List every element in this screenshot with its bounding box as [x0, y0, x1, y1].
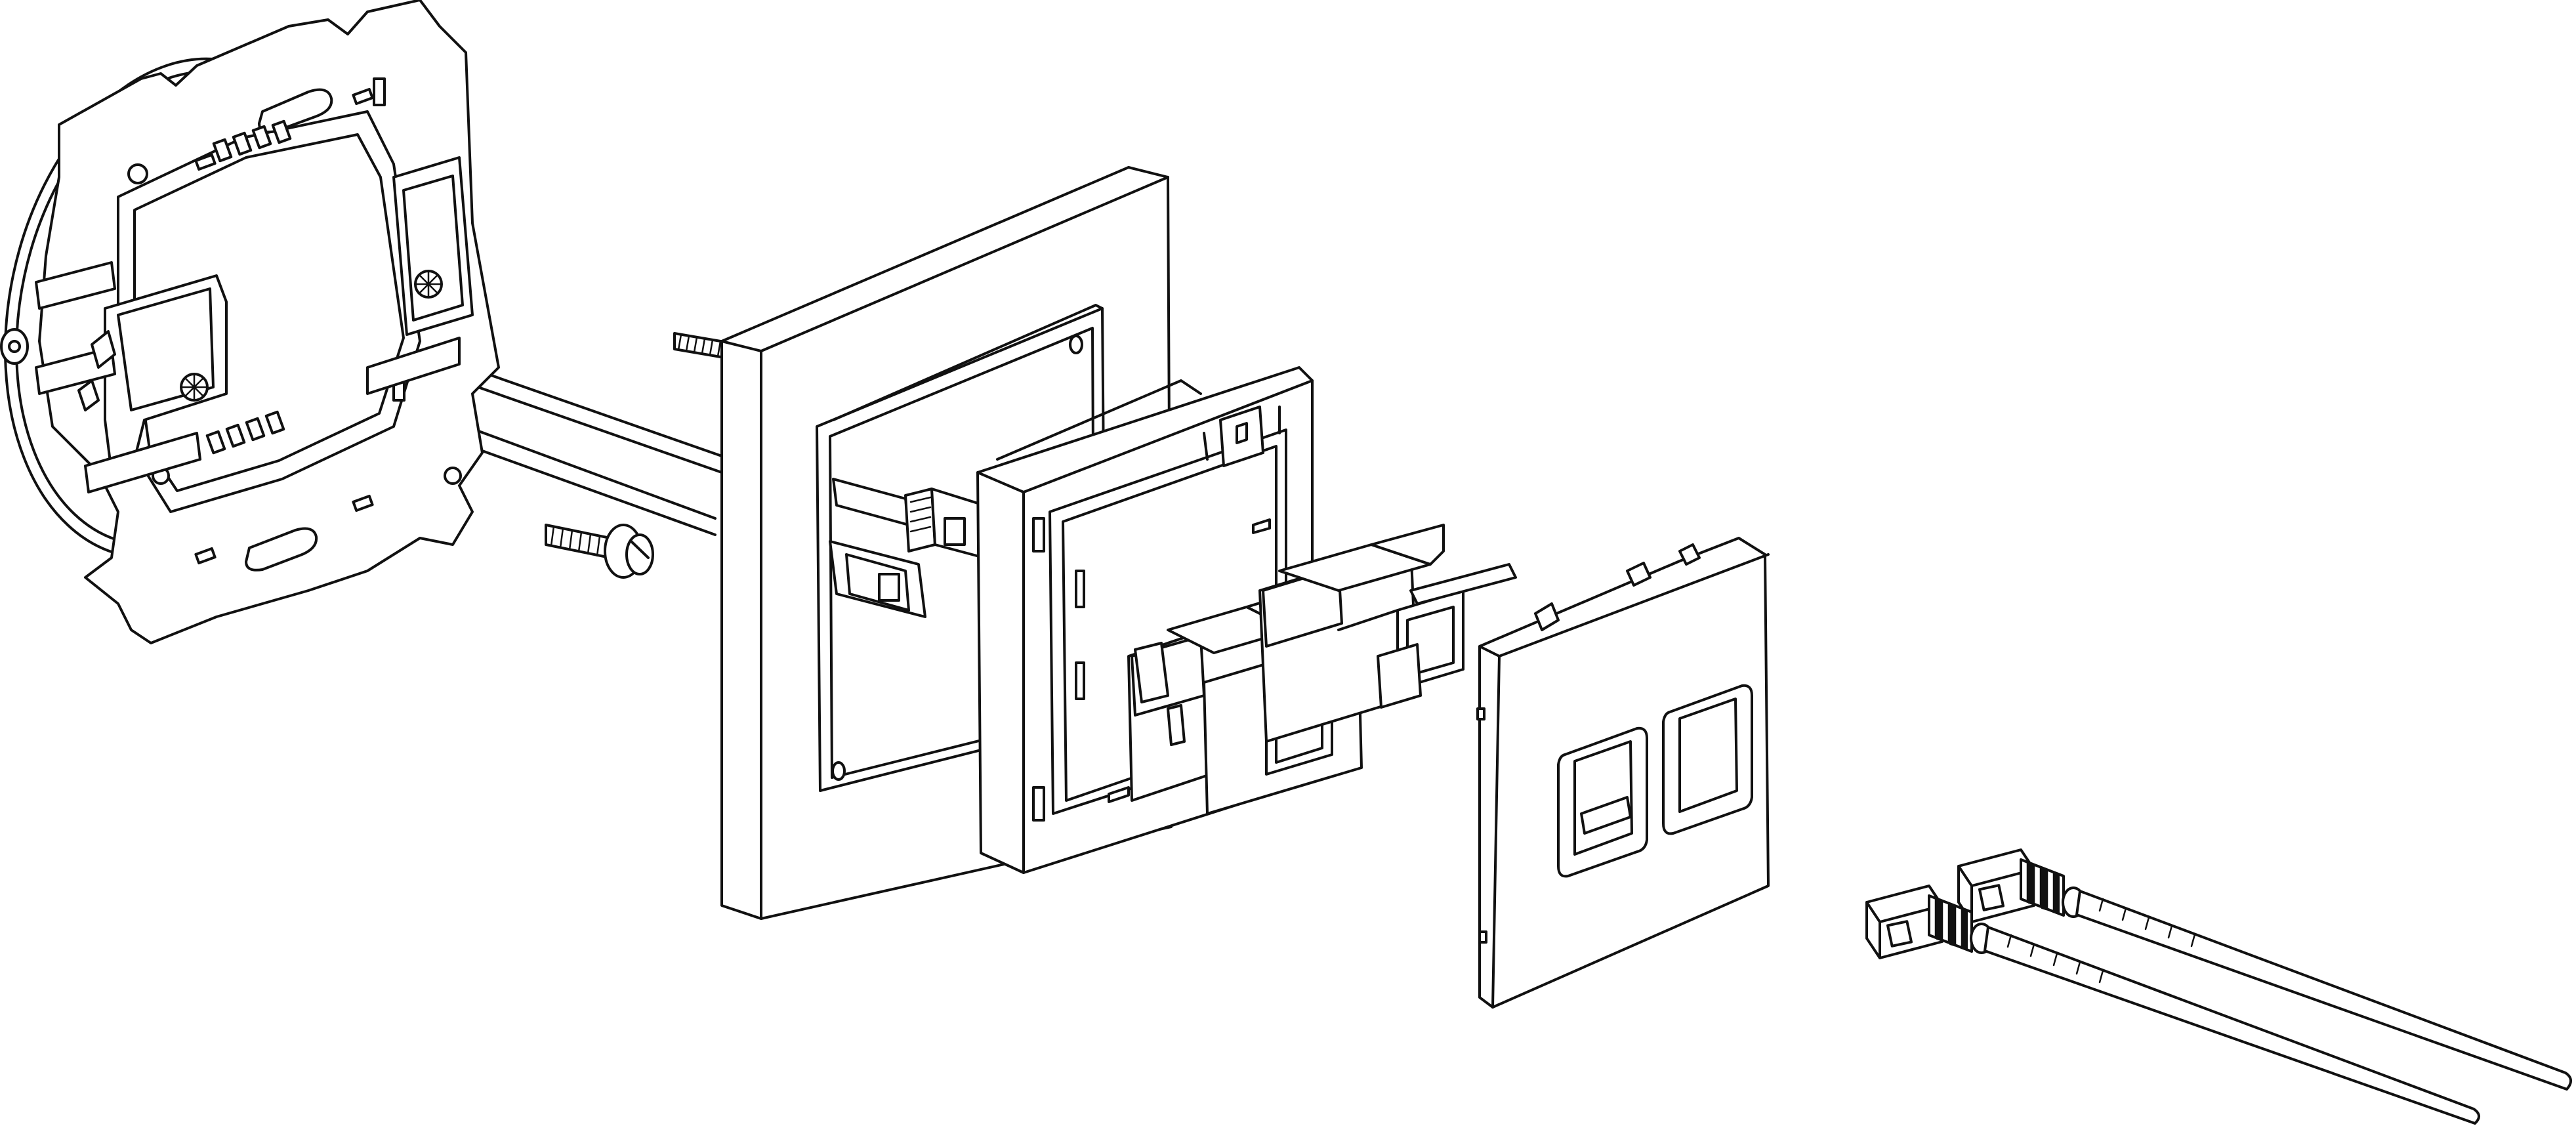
rear-connector-lower: [829, 540, 926, 618]
fixing-screw-lower: [545, 524, 654, 579]
sc-coupler-upper: [1258, 524, 1517, 743]
fixing-screw-upper: [673, 332, 730, 360]
cover-plate: [1476, 537, 1770, 1009]
rear-connector-upper: [832, 478, 986, 559]
sc-patch-cord-lower: [1865, 885, 2480, 1125]
sc-patch-cord-upper: [1957, 848, 2572, 1091]
mounting-frame: [0, 0, 500, 644]
